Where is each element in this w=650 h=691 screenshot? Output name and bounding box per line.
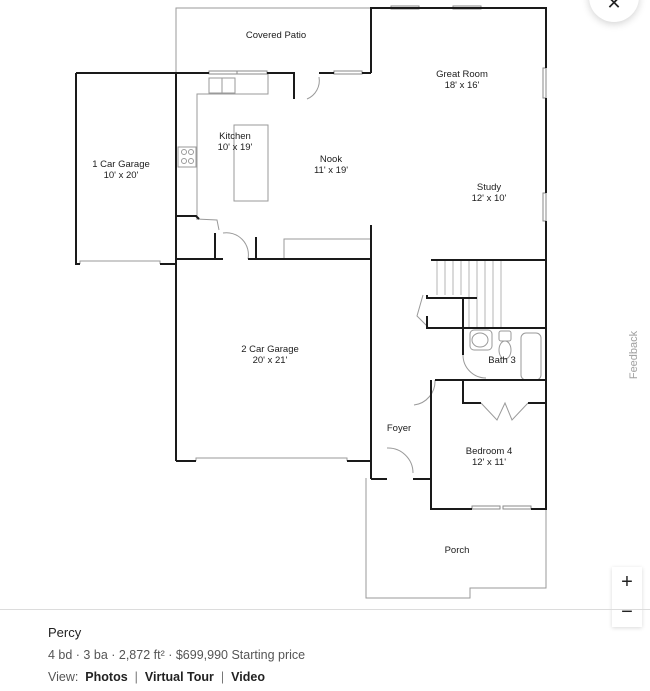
room-label-nook: Nook 11' x 19' <box>313 154 349 176</box>
close-icon: ✕ <box>606 0 622 13</box>
photos-link[interactable]: Photos <box>85 670 128 684</box>
close-button[interactable]: ✕ <box>589 0 639 22</box>
floorplan-drawing <box>75 5 547 599</box>
room-label-covered-patio: Covered Patio <box>245 30 307 41</box>
room-label-bath-3: Bath 3 <box>488 355 516 366</box>
room-label-bedroom-4: Bedroom 4 12' x 11' <box>465 446 513 468</box>
room-label-one-car-garage: 1 Car Garage 10' x 20' <box>92 159 150 181</box>
feedback-tab[interactable]: Feedback <box>625 326 643 384</box>
virtual-tour-link[interactable]: Virtual Tour <box>144 670 214 684</box>
room-label-kitchen: Kitchen 10' x 19' <box>217 131 253 153</box>
listing-name: Percy <box>48 625 82 640</box>
floorplan: Covered Patio Great Room 18' x 16' 1 Car… <box>75 5 547 599</box>
room-label-two-car-garage: 2 Car Garage 20' x 21' <box>241 344 299 366</box>
link-separator: | <box>134 670 138 684</box>
divider <box>0 609 650 610</box>
listing-info: Percy 4 bd · 3 ba · 2,872 ft² · $699,990… <box>48 625 305 684</box>
room-label-porch: Porch <box>444 545 470 556</box>
video-link[interactable]: Video <box>231 670 265 684</box>
link-separator: | <box>220 670 225 684</box>
room-label-great-room: Great Room 18' x 16' <box>436 69 488 91</box>
feedback-label: Feedback <box>628 330 640 380</box>
zoom-out-button[interactable]: − <box>621 600 633 623</box>
zoom-in-button[interactable]: + <box>621 570 633 593</box>
listing-stats: 4 bd · 3 ba · 2,872 ft² · $699,990 Start… <box>48 648 306 662</box>
room-label-study: Study 12' x 10' <box>471 182 507 204</box>
zoom-controls: + − <box>612 567 642 627</box>
room-label-foyer: Foyer <box>386 423 412 434</box>
view-links: View: Photos | Virtual Tour | Video <box>48 670 305 684</box>
view-label: View: <box>48 670 79 684</box>
